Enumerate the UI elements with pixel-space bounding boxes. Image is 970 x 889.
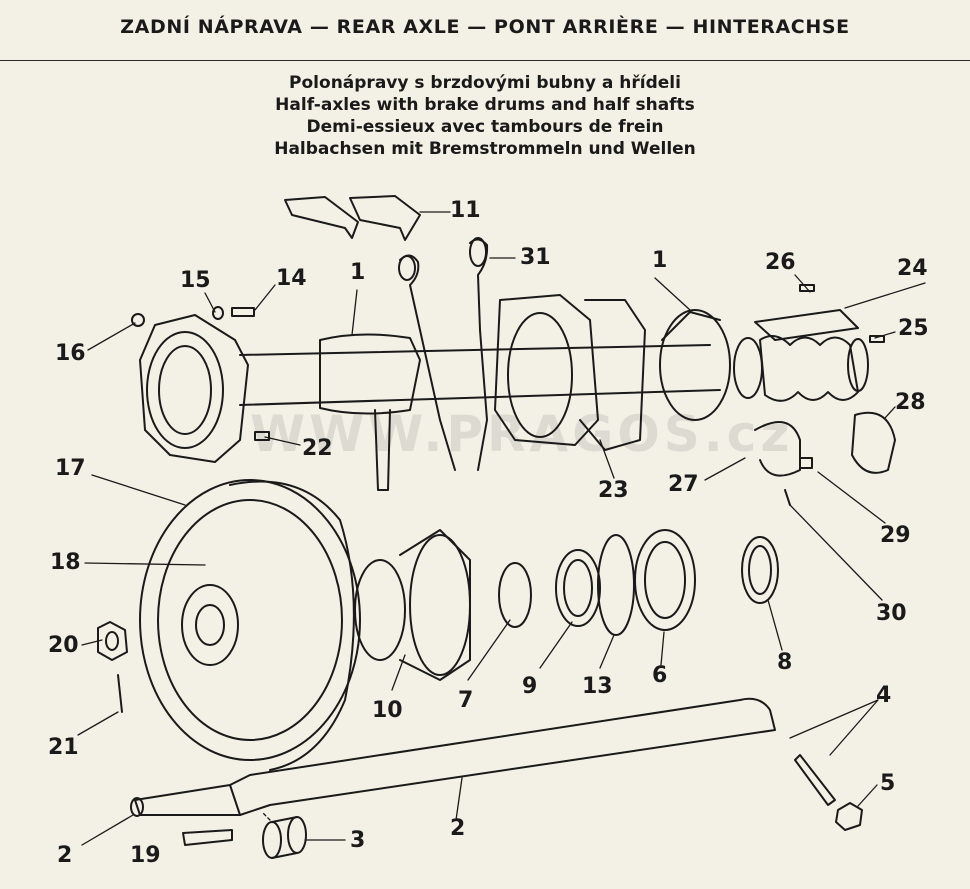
inner-bearing-ring xyxy=(555,549,601,627)
brake-lining-pads xyxy=(284,195,421,241)
part-label-23: 23 xyxy=(598,478,629,503)
shaft-pin xyxy=(794,754,836,806)
part-label-24: 24 xyxy=(897,256,928,281)
part-label-25: 25 xyxy=(898,316,929,341)
part-label-8: 8 xyxy=(777,650,793,675)
part-label-4: 4 xyxy=(876,683,892,708)
part-label-29: 29 xyxy=(880,523,911,548)
part-label-22: 22 xyxy=(302,436,333,461)
half-shaft xyxy=(130,697,776,817)
part-label-20: 20 xyxy=(48,633,79,658)
part-label-28: 28 xyxy=(895,390,926,415)
part-label-27: 27 xyxy=(668,472,699,497)
part-label-11: 11 xyxy=(450,198,481,223)
part-label-31: 31 xyxy=(520,245,551,270)
part-label-5: 5 xyxy=(880,771,896,796)
shaft-nut xyxy=(835,802,863,831)
split-pin xyxy=(117,674,123,713)
diagram-subtitles: Polonápravy s brzdovými bubny a hřídeli … xyxy=(250,72,720,160)
roller-bearing xyxy=(634,529,696,631)
small-fasteners xyxy=(131,284,885,441)
part-label-2-right: 2 xyxy=(450,816,466,841)
part-label-9: 9 xyxy=(522,674,538,699)
part-label-21: 21 xyxy=(48,735,79,760)
subtitle-german: Halbachsen mit Bremstrommeln und Wellen xyxy=(274,139,696,159)
housing-flange xyxy=(494,294,646,451)
axle-straps xyxy=(398,237,489,471)
shaft-seal xyxy=(498,562,532,628)
rubber-bellows xyxy=(733,309,869,402)
part-label-2-left: 2 xyxy=(57,843,73,868)
axle-tube xyxy=(239,333,721,491)
part-label-18: 18 xyxy=(50,550,81,575)
outer-bearing-ring xyxy=(741,536,779,604)
part-label-15: 15 xyxy=(180,268,211,293)
subtitle-czech: Polonápravy s brzdovými bubny a hřídeli xyxy=(289,73,681,93)
part-label-6: 6 xyxy=(652,663,668,688)
woodruff-key xyxy=(182,829,233,846)
part-label-3: 3 xyxy=(350,828,366,853)
part-label-30: 30 xyxy=(876,601,907,626)
subtitle-english: Half-axles with brake drums and half sha… xyxy=(275,95,695,115)
part-label-10: 10 xyxy=(372,698,403,723)
part-label-14: 14 xyxy=(276,266,307,291)
watermark: WWW.PRAGOS.cz xyxy=(250,405,794,463)
part-label-16: 16 xyxy=(55,341,86,366)
dust-cone xyxy=(659,309,731,421)
part-label-26: 26 xyxy=(765,250,796,275)
page-header: ZADNÍ NÁPRAVA — REAR AXLE — PONT ARRIÈRE… xyxy=(0,0,970,61)
brake-drum xyxy=(139,479,361,771)
part-label-19: 19 xyxy=(130,843,161,868)
axle-tube-flange xyxy=(139,314,249,463)
part-label-17: 17 xyxy=(55,456,86,481)
shaft-sleeve xyxy=(262,816,307,859)
wheel-hub xyxy=(354,529,471,681)
hose-clamps xyxy=(754,411,896,506)
part-label-1-cone: 1 xyxy=(652,248,668,273)
leader-lines xyxy=(77,211,926,846)
part-label-13: 13 xyxy=(582,674,613,699)
subtitle-french: Demi-essieux avec tambours de frein xyxy=(306,117,664,137)
castle-nut xyxy=(97,621,128,661)
page-title: ZADNÍ NÁPRAVA — REAR AXLE — PONT ARRIÈRE… xyxy=(120,16,850,38)
part-label-1-axle: 1 xyxy=(350,260,366,285)
spacer-ring xyxy=(597,534,635,636)
part-label-7: 7 xyxy=(458,688,474,713)
